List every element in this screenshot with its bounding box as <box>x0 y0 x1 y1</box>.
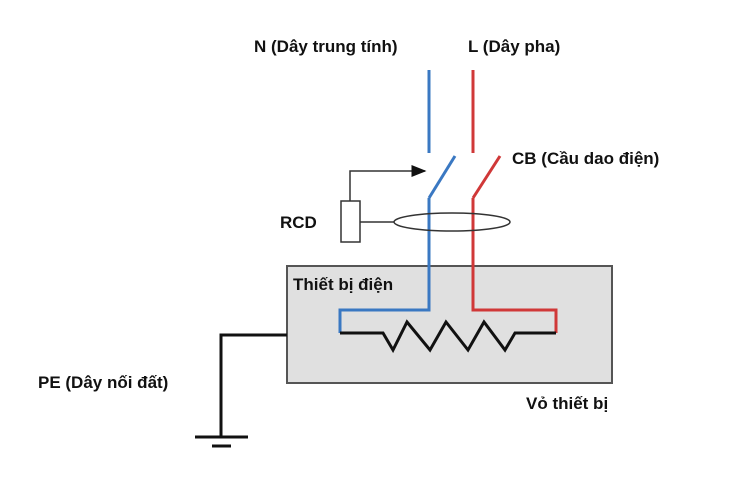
breaker-label: CB (Cầu dao điện) <box>512 149 659 168</box>
neutral-switch-blade <box>427 155 457 199</box>
resistor-load <box>340 319 556 354</box>
neutral-label: N (Dây trung tính) <box>254 37 398 56</box>
earth-wire <box>219 333 287 437</box>
rcd-label: RCD <box>280 213 317 232</box>
rcd-unit <box>340 200 361 243</box>
device-label: Thiết bị điện <box>293 275 393 294</box>
rcd-toroid-ring <box>393 212 511 232</box>
line-wire <box>471 70 558 333</box>
enclosure-label: Vỏ thiết bị <box>526 394 608 413</box>
earth-label: PE (Dây nối đất) <box>38 373 168 392</box>
line-switch-blade <box>471 155 502 199</box>
line-wire-load <box>471 198 558 333</box>
rcd-trip-arrow <box>349 165 427 201</box>
neutral-wire-load <box>338 198 431 333</box>
neutral-wire <box>338 70 457 333</box>
line-label: L (Dây pha) <box>468 37 560 56</box>
